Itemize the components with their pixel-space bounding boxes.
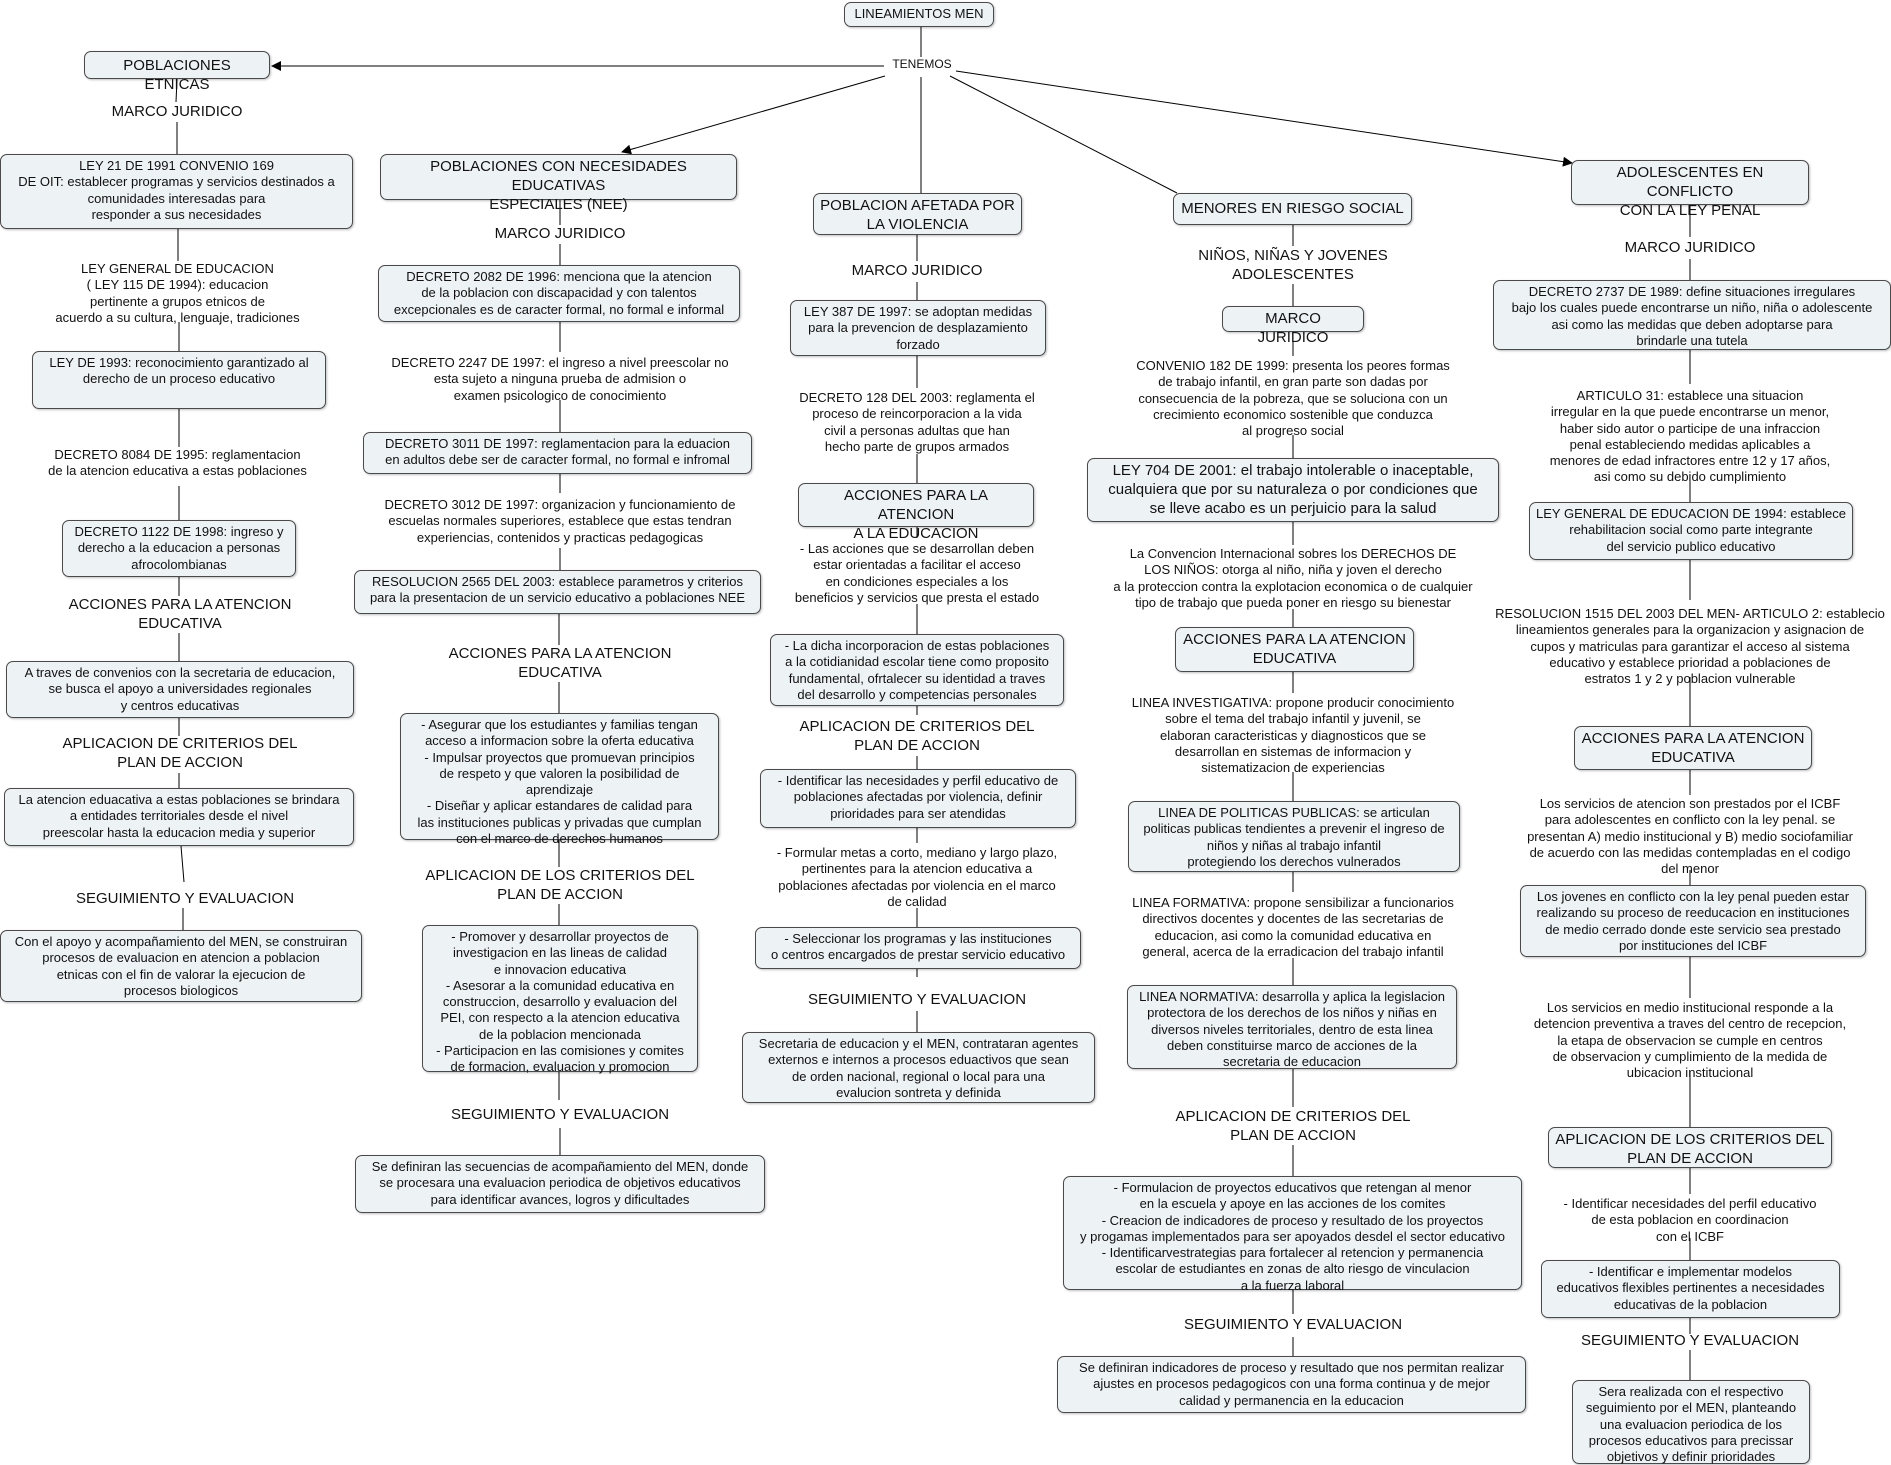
- nee-acciones-detalle[interactable]: - Asegurar que los estudiantes y familia…: [400, 713, 719, 846]
- etnicas-decreto8084: DECRETO 8084 DE 1995: reglamentacion de …: [48, 447, 307, 479]
- etnicas-decreto1122[interactable]: DECRETO 1122 DE 1998: ingreso y derecho …: [62, 520, 296, 577]
- riesgo-convenio182: CONVENIO 182 DE 1999: presenta los peore…: [1136, 358, 1450, 438]
- adolescentes-acciones[interactable]: ACCIONES PARA LA ATENCION EDUCATIVA: [1574, 726, 1812, 770]
- adolescentes-medio-institucional: Los servicios en medio institucional res…: [1533, 1000, 1847, 1080]
- riesgo-linea-normativa[interactable]: LINEA NORMATIVA: desarrolla y aplica la …: [1127, 985, 1457, 1069]
- adolescentes-ley-general[interactable]: LEY GENERAL DE EDUCACION DE 1994: establ…: [1529, 502, 1853, 560]
- nee-seguimiento-detalle[interactable]: Se definiran las secuencias de acompañam…: [355, 1155, 765, 1213]
- violencia-seleccionar[interactable]: - Seleccionar los programas y las instit…: [755, 927, 1081, 969]
- etnicas-seguimiento: SEGUIMIENTO Y EVALUACION: [75, 890, 295, 907]
- adolescentes-marco-juridico: MARCO JURIDICO: [1624, 239, 1756, 256]
- nee-decreto2082[interactable]: DECRETO 2082 DE 1996: menciona que la at…: [378, 265, 740, 322]
- violencia-title[interactable]: POBLACION AFETADA POR LA VIOLENCIA: [813, 193, 1022, 235]
- violencia-ley387[interactable]: LEY 387 DE 1997: se adoptan medidas para…: [790, 300, 1046, 356]
- etnicas-ley1993[interactable]: LEY DE 1993: reconocimiento garantizado …: [32, 351, 326, 409]
- violencia-acciones[interactable]: ACCIONES PARA LA ATENCION A LA EDUCACION: [798, 483, 1034, 542]
- nee-acciones: ACCIONES PARA LA ATENCION EDUCATIVA: [448, 645, 672, 681]
- etnicas-convenios[interactable]: A traves de convenios con la secretaria …: [6, 661, 354, 718]
- adolescentes-articulo31: ARTICULO 31: establece una situacion irr…: [1549, 388, 1831, 485]
- adolescentes-seguimiento: SEGUIMIENTO Y EVALUACION: [1580, 1332, 1800, 1349]
- nee-decreto3012: DECRETO 3012 DE 1997: organizacion y fun…: [384, 497, 736, 545]
- etnicas-ley21[interactable]: LEY 21 DE 1991 CONVENIO 169 DE OIT: esta…: [0, 154, 353, 229]
- nee-resolucion2565[interactable]: RESOLUCION 2565 DEL 2003: establece para…: [354, 570, 761, 614]
- etnicas-marco-juridico: MARCO JURIDICO: [111, 103, 243, 120]
- riesgo-title[interactable]: MENORES EN RIESGO SOCIAL: [1173, 193, 1412, 225]
- violencia-aplicacion: APLICACION DE CRITERIOS DEL PLAN DE ACCI…: [799, 718, 1035, 754]
- adolescentes-identificar: - Identificar necesidades del perfil edu…: [1563, 1196, 1817, 1244]
- tenemos-label: TENEMOS: [892, 57, 952, 71]
- riesgo-acciones[interactable]: ACCIONES PARA LA ATENCION EDUCATIVA: [1175, 627, 1414, 672]
- adolescentes-resolucion1515: RESOLUCION 1515 DEL 2003 DEL MEN- ARTICU…: [1495, 606, 1885, 686]
- nee-title[interactable]: POBLACIONES CON NECESIDADES EDUCATIVAS E…: [380, 154, 737, 213]
- riesgo-linea-politicas[interactable]: LINEA DE POLITICAS PUBLICAS: se articula…: [1128, 801, 1460, 872]
- violencia-identificar[interactable]: - Identificar las necesidades y perfil e…: [760, 769, 1076, 828]
- riesgo-subtitulo: NIÑOS, NIÑAS Y JOVENES ADOLESCENTES: [1198, 247, 1388, 283]
- root-node[interactable]: LINEAMIENTOS MEN: [844, 2, 994, 27]
- adolescentes-aplicacion[interactable]: APLICACION DE LOS CRITERIOS DEL PLAN DE …: [1548, 1127, 1832, 1168]
- nee-aplicacion-detalle[interactable]: - Promover y desarrollar proyectos de in…: [422, 925, 698, 1074]
- riesgo-convencion: La Convencion Internacional sobres los D…: [1113, 546, 1473, 610]
- etnicas-ley-general: LEY GENERAL DE EDUCACION ( LEY 115 DE 19…: [55, 261, 300, 325]
- nee-decreto3011[interactable]: DECRETO 3011 DE 1997: reglamentacion par…: [363, 432, 752, 474]
- violencia-formular: - Formular metas a corto, mediano y larg…: [776, 845, 1058, 909]
- etnicas-title[interactable]: POBLACIONES ETNICAS: [84, 51, 270, 93]
- violencia-acciones-detalle: - Las acciones que se desarrollan deben …: [794, 541, 1040, 605]
- riesgo-linea-formativa: LINEA FORMATIVA: propone sensibilizar a …: [1132, 895, 1454, 959]
- adolescentes-jovenes[interactable]: Los jovenes en conflicto con la ley pena…: [1520, 885, 1866, 957]
- etnicas-aplicacion: APLICACION DE CRITERIOS DEL PLAN DE ACCI…: [62, 735, 298, 771]
- riesgo-aplicacion-detalle[interactable]: - Formulacion de proyectos educativos qu…: [1063, 1176, 1522, 1293]
- adolescentes-decreto2737[interactable]: DECRETO 2737 DE 1989: define situaciones…: [1493, 280, 1891, 350]
- violencia-decreto128: DECRETO 128 DEL 2003: reglamenta el proc…: [799, 390, 1035, 454]
- adolescentes-modelos[interactable]: - Identificar e implementar modelos educ…: [1541, 1260, 1840, 1318]
- violencia-marco-juridico: MARCO JURIDICO: [851, 262, 983, 279]
- riesgo-ley704[interactable]: LEY 704 DE 2001: el trabajo intolerable …: [1087, 458, 1499, 522]
- etnicas-apoyo[interactable]: Con el apoyo y acompañamiento del MEN, s…: [0, 930, 362, 1002]
- nee-aplicacion: APLICACION DE LOS CRITERIOS DEL PLAN DE …: [425, 867, 695, 903]
- adolescentes-servicios-icbf: Los servicios de atencion son prestados …: [1527, 796, 1853, 876]
- riesgo-marco-juridico[interactable]: MARCO JURIDICO: [1222, 306, 1364, 346]
- nee-marco-juridico: MARCO JURIDICO: [494, 225, 626, 242]
- etnicas-acciones: ACCIONES PARA LA ATENCION EDUCATIVA: [68, 596, 292, 632]
- nee-seguimiento: SEGUIMIENTO Y EVALUACION: [450, 1106, 670, 1123]
- etnicas-atencion[interactable]: La atencion eduacativa a estas poblacion…: [4, 788, 354, 846]
- adolescentes-seguimiento-detalle[interactable]: Sera realizada con el respectivo seguimi…: [1572, 1380, 1810, 1464]
- riesgo-seguimiento: SEGUIMIENTO Y EVALUACION: [1183, 1316, 1403, 1333]
- nee-decreto2247: DECRETO 2247 DE 1997: el ingreso a nivel…: [391, 355, 729, 403]
- violencia-seguimiento: SEGUIMIENTO Y EVALUACION: [807, 991, 1027, 1008]
- violencia-incorporacion[interactable]: - La dicha incorporacion de estas poblac…: [770, 634, 1064, 706]
- riesgo-seguimiento-detalle[interactable]: Se definiran indicadores de proceso y re…: [1057, 1356, 1526, 1413]
- riesgo-aplicacion: APLICACION DE CRITERIOS DEL PLAN DE ACCI…: [1175, 1108, 1411, 1144]
- adolescentes-title[interactable]: ADOLESCENTES EN CONFLICTO CON LA LEY PEN…: [1571, 160, 1809, 219]
- riesgo-linea-investigativa: LINEA INVESTIGATIVA: propone producir co…: [1131, 695, 1455, 775]
- violencia-seguimiento-detalle[interactable]: Secretaria de educacion y el MEN, contra…: [742, 1032, 1095, 1103]
